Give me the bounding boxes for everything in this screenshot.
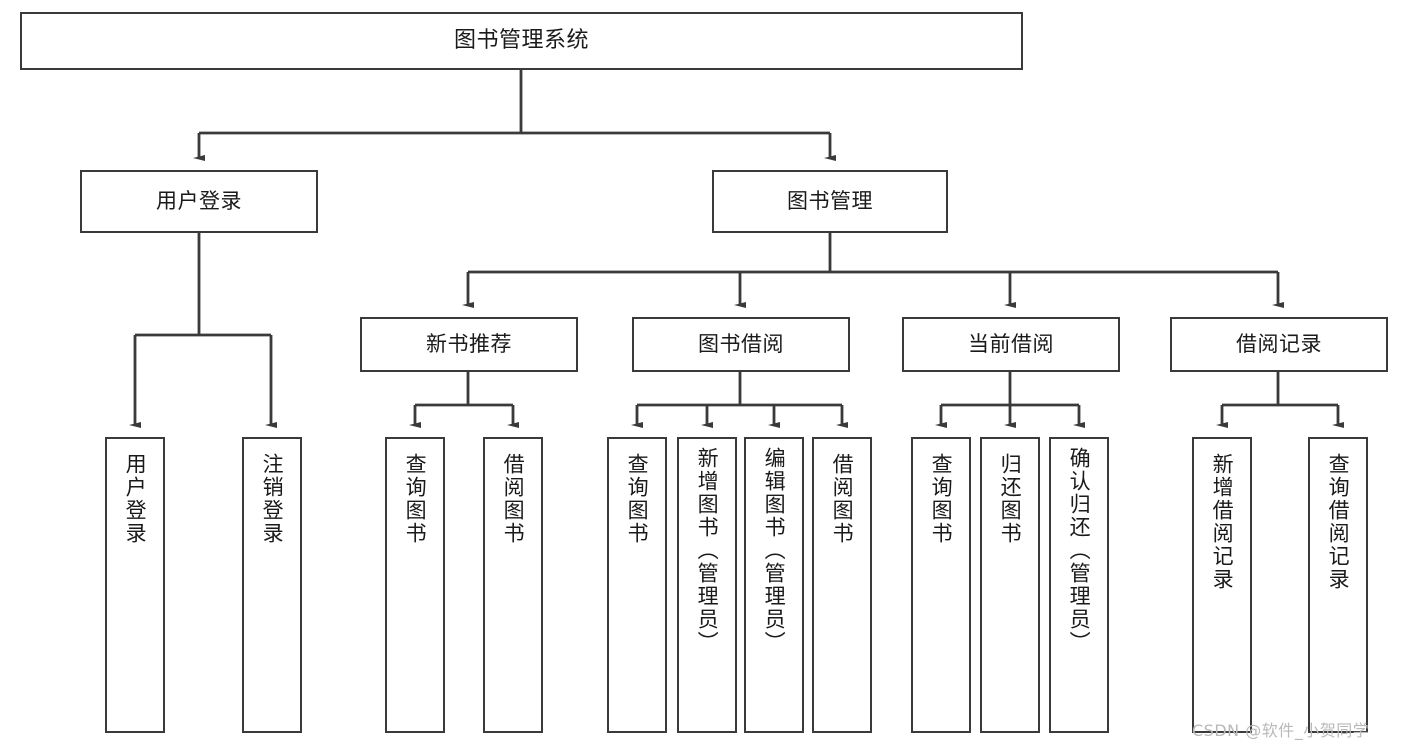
leaf-current-borrow-confirm-return-admin[interactable]: 确认归还（管理员） (1049, 437, 1109, 733)
node-label: 用户登录 (123, 453, 148, 545)
leaf-borrow-record-add-record[interactable]: 新增借阅记录 (1192, 437, 1252, 733)
node-label: 图书管理系统 (453, 28, 589, 54)
leaf-book-borrow-borrow-books[interactable]: 借阅图书 (812, 437, 872, 733)
node-label: 借阅图书 (501, 453, 526, 545)
node-label: 新增图书（管理员） (695, 447, 720, 654)
node-label: 图书借阅 (698, 332, 784, 357)
csdn-watermark: CSDN @软件_小贺同学 (1192, 721, 1370, 740)
node-label: 注销登录 (260, 453, 285, 545)
leaf-user-login-login[interactable]: 用户登录 (105, 437, 165, 733)
node-label: 查询图书 (929, 453, 954, 545)
leaf-new-book-query-books[interactable]: 查询图书 (385, 437, 445, 733)
node-current-borrowing[interactable]: 当前借阅 (902, 317, 1120, 372)
node-book-management[interactable]: 图书管理 (712, 170, 948, 233)
node-label: 当前借阅 (968, 332, 1054, 357)
leaf-user-login-logout[interactable]: 注销登录 (242, 437, 302, 733)
node-label: 新增借阅记录 (1210, 453, 1235, 591)
node-user-login[interactable]: 用户登录 (80, 170, 318, 233)
node-book-borrowing[interactable]: 图书借阅 (632, 317, 850, 372)
node-label: 用户登录 (156, 189, 242, 214)
leaf-borrow-record-query-record[interactable]: 查询借阅记录 (1308, 437, 1368, 733)
node-label: 查询图书 (625, 453, 650, 545)
node-new-book-recommendation[interactable]: 新书推荐 (360, 317, 578, 372)
node-label: 新书推荐 (426, 332, 512, 357)
leaf-current-borrow-query-books[interactable]: 查询图书 (911, 437, 971, 733)
node-label: 编辑图书（管理员） (762, 447, 787, 654)
leaf-new-book-borrow-books[interactable]: 借阅图书 (483, 437, 543, 733)
leaf-book-borrow-query-books[interactable]: 查询图书 (607, 437, 667, 733)
node-label: 确认归还（管理员） (1067, 447, 1092, 654)
leaf-book-borrow-add-book-admin[interactable]: 新增图书（管理员） (677, 437, 737, 733)
node-label: 借阅图书 (830, 453, 855, 545)
node-label: 归还图书 (998, 453, 1023, 545)
leaf-book-borrow-edit-book-admin[interactable]: 编辑图书（管理员） (744, 437, 804, 733)
leaf-current-borrow-return-books[interactable]: 归还图书 (980, 437, 1040, 733)
node-label: 查询图书 (403, 453, 428, 545)
node-label: 借阅记录 (1236, 332, 1322, 357)
node-root-book-management-system[interactable]: 图书管理系统 (20, 12, 1023, 70)
node-label: 查询借阅记录 (1326, 453, 1351, 591)
node-borrowing-record[interactable]: 借阅记录 (1170, 317, 1388, 372)
node-label: 图书管理 (787, 189, 873, 214)
